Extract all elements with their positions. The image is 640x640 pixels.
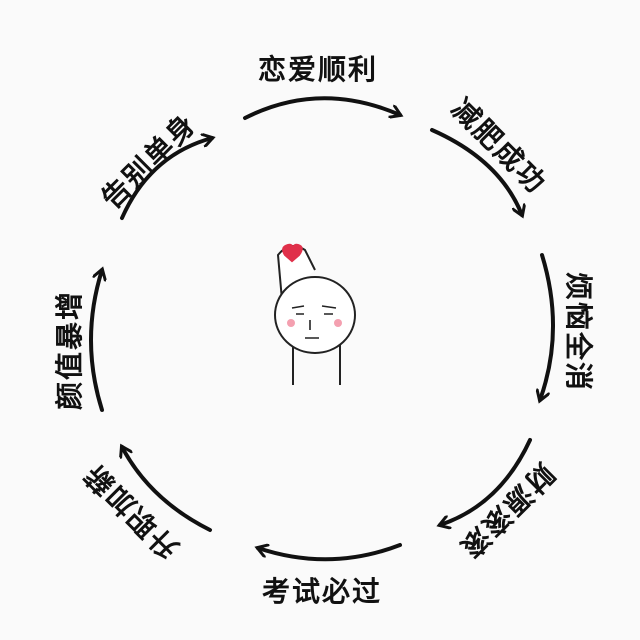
wish-label-exam-pass: 考试必过 — [262, 575, 383, 608]
arrow-8 — [120, 138, 212, 220]
arrow-2 — [430, 128, 522, 215]
arrow-4 — [440, 438, 532, 525]
arrow-5 — [258, 543, 402, 562]
wish-label-looks: 颜值暴增 — [53, 289, 87, 411]
arrow-6 — [122, 447, 212, 532]
arrow-1 — [243, 96, 400, 120]
arrow-3 — [540, 253, 556, 400]
arrow-7 — [89, 270, 102, 412]
wish-label-worries-gone: 烦恼全消 — [562, 271, 596, 393]
wish-label-love: 恋爱顺利 — [258, 53, 379, 86]
meme-face-figure — [274, 243, 356, 385]
